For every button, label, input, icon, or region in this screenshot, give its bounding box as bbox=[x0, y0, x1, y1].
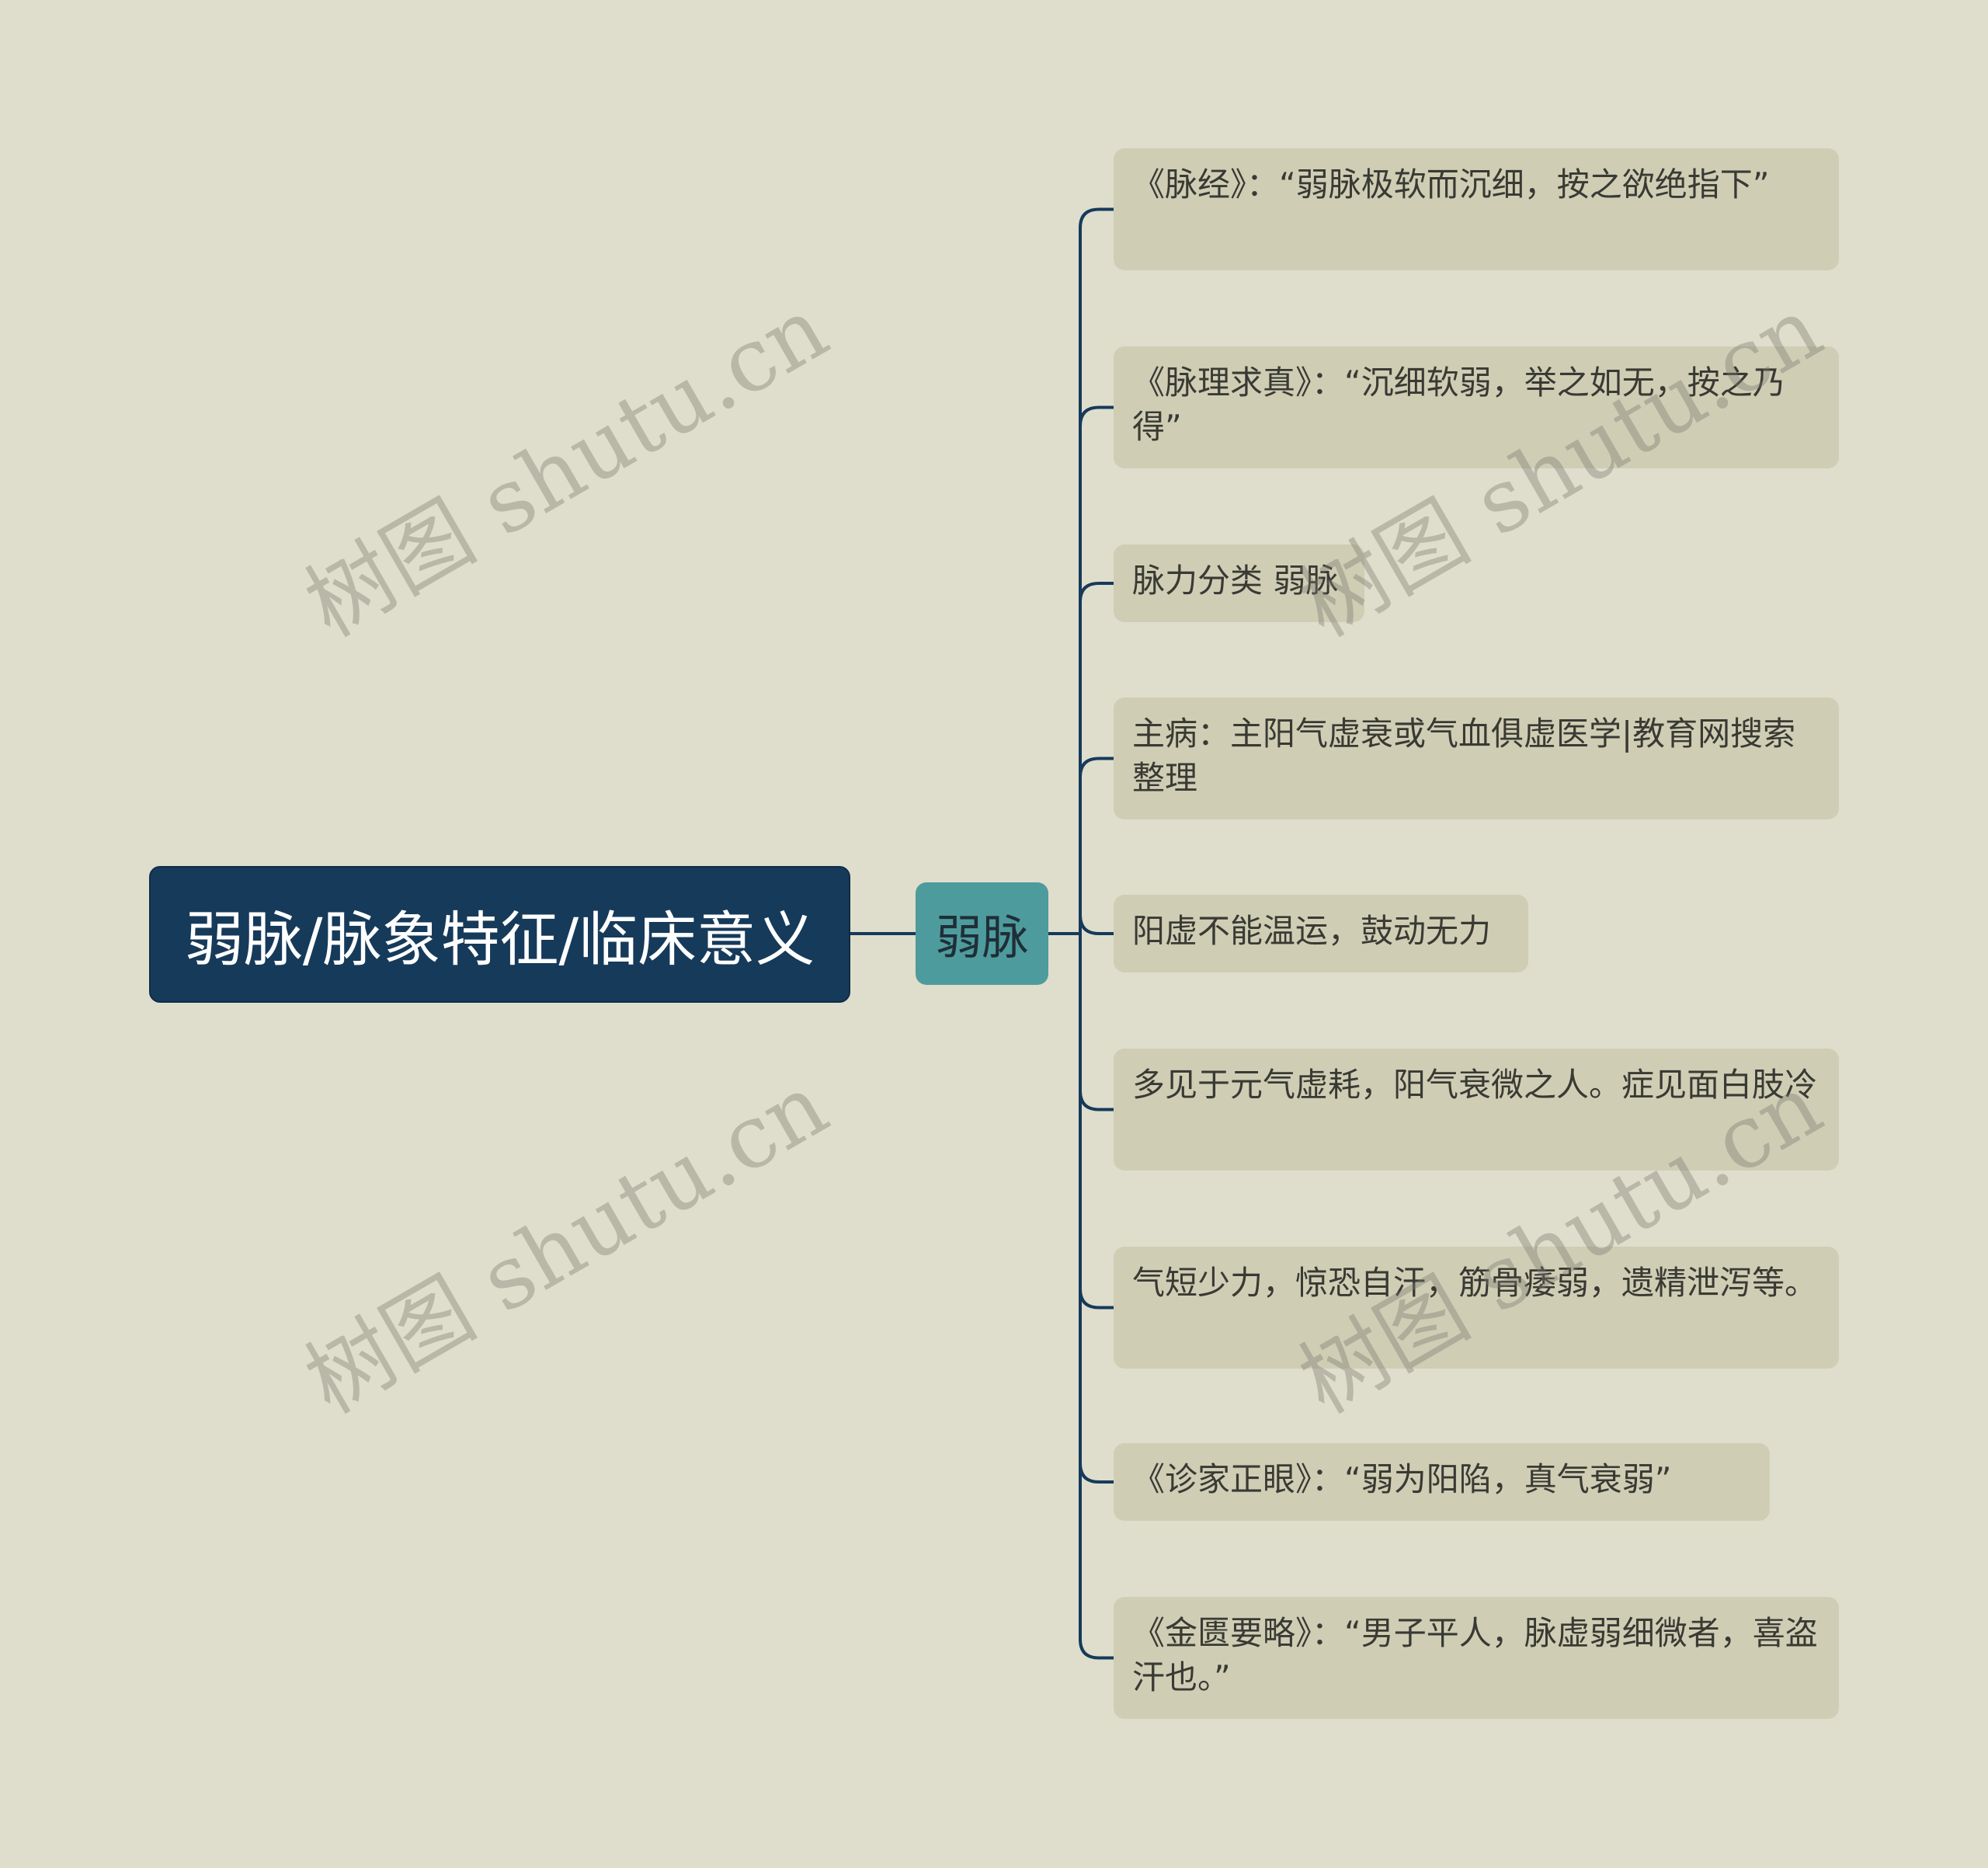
leaf-topic-label: 多见于元气虚耗，阳气衰微之人。症见面白肢冷 bbox=[1132, 1066, 1818, 1104]
leaf-connector bbox=[1079, 757, 1114, 934]
leaf-topic-9[interactable]: 《金匮要略》：“男子平人，脉虚弱细微者，喜盗汗也。” bbox=[1114, 1597, 1839, 1719]
leaf-connectors bbox=[1079, 207, 1114, 1660]
leaf-topic-label: 《诊家正眼》：“弱为阳陷，真气衰弱” bbox=[1132, 1460, 1672, 1498]
leaf-connector bbox=[1079, 405, 1114, 934]
leaf-topic-4[interactable]: 主病：主阳气虚衰或气血俱虚医学|教育网搜索整理 bbox=[1114, 697, 1839, 819]
leaf-connector bbox=[1079, 582, 1114, 934]
leaf-topic-label: 脉力分类 弱脉 bbox=[1132, 562, 1339, 600]
root-topic[interactable]: 弱脉/脉象特征/临床意义 bbox=[149, 866, 850, 1003]
leaf-topic-1[interactable]: 《脉经》：“弱脉极软而沉细，按之欲绝指下” bbox=[1114, 148, 1839, 270]
leaf-topic-label: 《金匮要略》：“男子平人，脉虚弱细微者，喜盗汗也。” bbox=[1132, 1614, 1818, 1696]
leaf-topic-8[interactable]: 《诊家正眼》：“弱为阳陷，真气衰弱” bbox=[1114, 1443, 1770, 1521]
leaf-connector bbox=[1079, 207, 1114, 934]
leaf-topic-2[interactable]: 《脉理求真》：“沉细软弱，举之如无，按之乃得” bbox=[1114, 346, 1839, 468]
leaf-connector bbox=[1079, 934, 1114, 1660]
leaf-connector bbox=[1079, 934, 1114, 1310]
branch-topic[interactable]: 弱脉 bbox=[916, 882, 1048, 985]
leaf-connector bbox=[1079, 934, 1114, 1111]
leaf-topic-5[interactable]: 阳虚不能温运，鼓动无力 bbox=[1114, 895, 1528, 972]
branch-topic-label: 弱脉 bbox=[935, 910, 1029, 965]
leaf-connector bbox=[1079, 914, 1114, 935]
leaf-connector bbox=[1079, 934, 1114, 1484]
leaf-topic-label: 《脉经》：“弱脉极软而沉细，按之欲绝指下” bbox=[1132, 165, 1770, 203]
leaf-topic-label: 气短少力，惊恐自汗，筋骨痿弱，遗精泄泻等。 bbox=[1132, 1264, 1818, 1302]
leaf-topic-7[interactable]: 气短少力，惊恐自汗，筋骨痿弱，遗精泄泻等。 bbox=[1114, 1247, 1839, 1369]
leaf-topic-label: 《脉理求真》：“沉细软弱，举之如无，按之乃得” bbox=[1132, 364, 1785, 446]
root-topic-label: 弱脉/脉象特征/临床意义 bbox=[184, 905, 815, 974]
leaf-topic-3[interactable]: 脉力分类 弱脉 bbox=[1114, 544, 1364, 622]
leaf-topic-6[interactable]: 多见于元气虚耗，阳气衰微之人。症见面白肢冷 bbox=[1114, 1049, 1839, 1171]
leaf-topic-label: 主病：主阳气虚衰或气血俱虚医学|教育网搜索整理 bbox=[1132, 715, 1796, 797]
leaf-topic-label: 阳虚不能温运，鼓动无力 bbox=[1132, 912, 1492, 950]
